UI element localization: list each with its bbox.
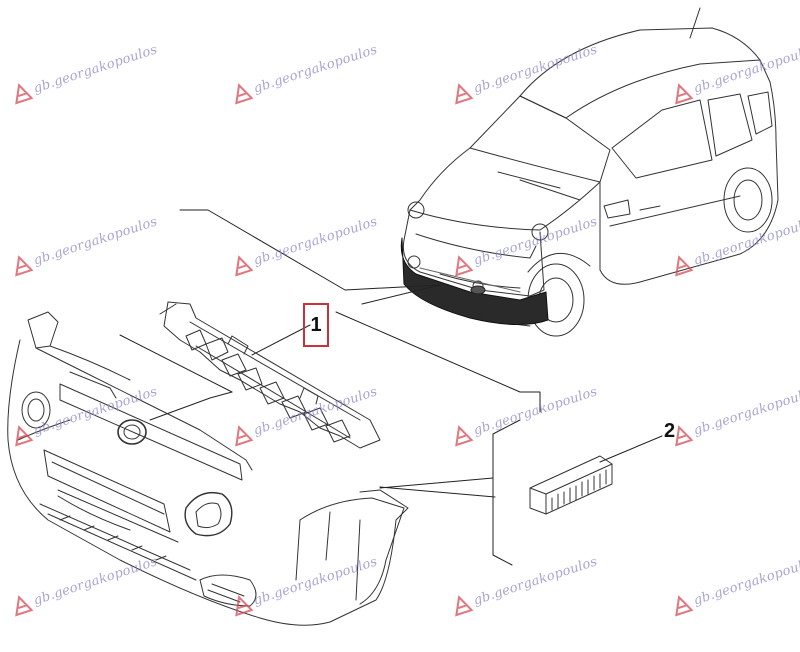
watermark-logo-icon [15, 255, 34, 277]
watermark-logo-icon [235, 595, 254, 617]
front-bumper-part [7, 311, 409, 626]
car-illustration [402, 7, 779, 337]
watermark-logo-icon [455, 595, 474, 617]
watermark: gb.georgakopoulos [229, 39, 380, 105]
watermark: gb.georgakopoulos [9, 211, 160, 277]
watermark: gb.georgakopoulos [9, 381, 160, 447]
watermark: gb.georgakopoulos [669, 551, 800, 617]
watermark-logo-icon [15, 425, 34, 447]
watermark: gb.georgakopoulos [229, 381, 380, 447]
watermark-logo-icon [455, 425, 474, 447]
watermark-logo-icon [235, 425, 254, 447]
watermark: gb.georgakopoulos [229, 551, 380, 617]
watermark: gb.georgakopoulos [9, 551, 160, 617]
watermark: gb.georgakopoulos [449, 381, 600, 447]
watermark-logo-icon [675, 255, 694, 277]
small-part-2 [529, 455, 613, 515]
watermark: gb.georgakopoulos [669, 39, 800, 105]
callout-2[interactable]: 2 [664, 420, 676, 442]
watermark-logo-icon [675, 425, 694, 447]
watermark-logo-icon [15, 595, 34, 617]
watermark: gb.georgakopoulos [669, 211, 800, 277]
watermark: gb.georgakopoulos [449, 211, 600, 277]
watermark-logo-icon [235, 83, 254, 105]
leader-lines [119, 209, 663, 566]
watermark-logo-icon [235, 255, 254, 277]
watermark: gb.georgakopoulos [669, 381, 800, 447]
watermark: gb.georgakopoulos [229, 211, 380, 277]
callout-1[interactable]: 1 [303, 303, 329, 347]
watermark: gb.georgakopoulos [449, 551, 600, 617]
car-front-bumper-highlight [400, 237, 549, 326]
watermark: gb.georgakopoulos [9, 39, 160, 105]
watermark-logo-icon [15, 83, 34, 105]
watermark-logo-icon [675, 595, 694, 617]
watermark: gb.georgakopoulos [449, 39, 600, 105]
watermark-logo-icon [455, 255, 474, 277]
bumper-reinforcement-part [159, 301, 381, 449]
watermark-logo-icon [455, 83, 474, 105]
watermark-logo-icon [675, 83, 694, 105]
